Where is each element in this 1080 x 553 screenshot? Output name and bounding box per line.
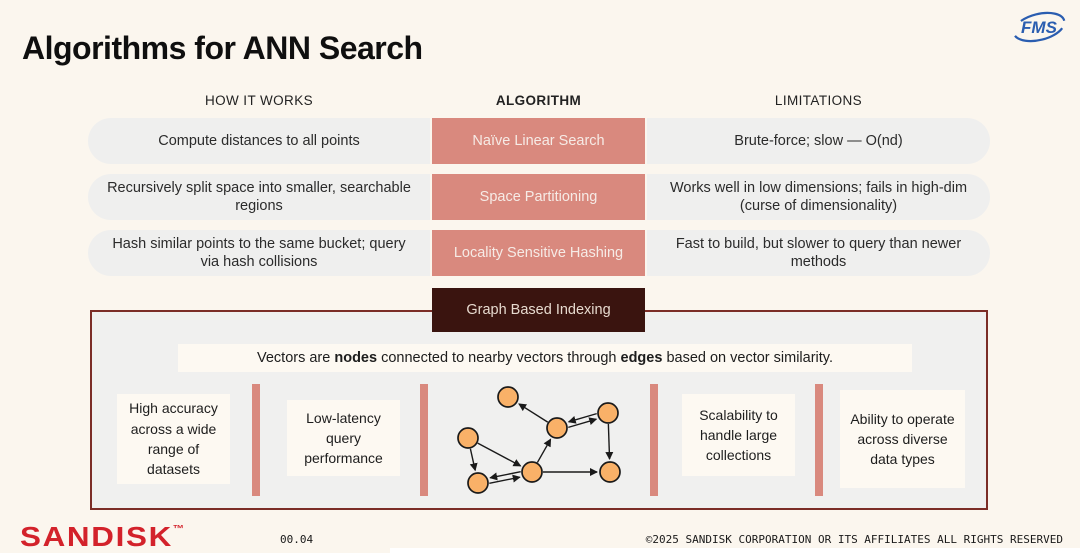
separator-bar xyxy=(420,384,428,496)
description-bold-nodes: nodes xyxy=(334,350,378,366)
column-header-how-it-works: HOW IT WORKS xyxy=(204,93,314,108)
description-bold-edges: edges xyxy=(620,350,663,366)
graph-node xyxy=(546,417,568,439)
table-row-limitation-cell: Brute-force; slow — O(nd) xyxy=(647,118,990,164)
page-number: 00.04 xyxy=(280,533,314,546)
graph-indexing-panel xyxy=(90,310,988,510)
description-part: connected to nearby vectors through xyxy=(377,350,621,366)
table-row-algorithm-cell: Locality Sensitive Hashing xyxy=(432,230,645,276)
column-header-algorithm: ALGORITHM xyxy=(495,93,582,108)
table-row-limitation-cell: Works well in low dimensions; fails in h… xyxy=(647,174,990,220)
bottom-edge-strip xyxy=(390,548,1080,553)
vectors-description: Vectors are nodes connected to nearby ve… xyxy=(178,344,912,372)
graph-based-indexing-label: Graph Based Indexing xyxy=(432,288,645,332)
separator-bar xyxy=(252,384,260,496)
graph-node xyxy=(457,427,479,449)
table-row-limitation-cell: Fast to build, but slower to query than … xyxy=(647,230,990,276)
description-part: Vectors are xyxy=(256,350,335,366)
sandisk-wordmark: SANDISK xyxy=(20,521,173,552)
feature-scalability: Scalability to handle large collections xyxy=(682,394,795,476)
separator-bar xyxy=(650,384,658,496)
table-row-how-cell: Compute distances to all points xyxy=(88,118,430,164)
feature-high-accuracy: High accuracy across a wide range of dat… xyxy=(117,394,230,484)
table-row-how-cell: Recursively split space into smaller, se… xyxy=(88,174,430,220)
fms-logo-text: FMS xyxy=(1021,18,1058,37)
fms-logo-icon: FMS xyxy=(1012,11,1066,43)
table-row-algorithm-cell: Space Partitioning xyxy=(432,174,645,220)
graph-node xyxy=(467,472,489,494)
graph-node xyxy=(497,386,519,408)
sandisk-logo: SANDISK™ xyxy=(20,521,184,553)
table-row-how-cell: Hash similar points to the same bucket; … xyxy=(88,230,430,276)
column-header-limitations: LIMITATIONS xyxy=(774,93,863,108)
copyright-text: ©2025 SANDISK CORPORATION OR ITS AFFILIA… xyxy=(645,533,1063,546)
graph-node xyxy=(599,461,621,483)
feature-diverse-data: Ability to operate across diverse data t… xyxy=(840,390,965,488)
feature-low-latency: Low-latency query performance xyxy=(287,400,400,476)
graph-node xyxy=(521,461,543,483)
separator-bar xyxy=(815,384,823,496)
page-title: Algorithms for ANN Search xyxy=(22,30,423,66)
graph-nodes-diagram xyxy=(448,380,648,502)
graph-node xyxy=(597,402,619,424)
table-row-algorithm-cell: Naïve Linear Search xyxy=(432,118,645,164)
trademark-symbol: ™ xyxy=(172,524,185,535)
description-part: based on vector similarity. xyxy=(662,350,833,366)
